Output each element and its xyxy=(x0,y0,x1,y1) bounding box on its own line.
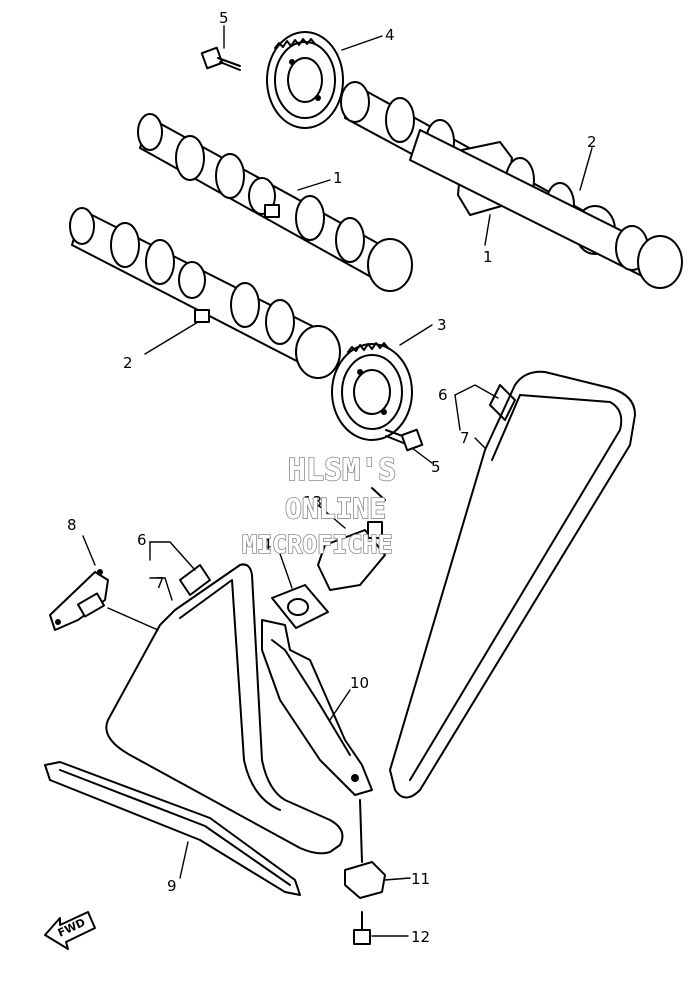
guide-bracket xyxy=(344,799,386,899)
label-14: 4 xyxy=(262,536,272,554)
label-2-left: 2 xyxy=(123,354,133,372)
chain-tensioner xyxy=(317,487,386,591)
camshaft-intake-right xyxy=(409,129,683,289)
forward-arrow-icon: FWD xyxy=(44,911,96,950)
chain-guide-front xyxy=(44,761,301,896)
chain-guide-rear xyxy=(261,619,373,796)
bolt-lower xyxy=(385,428,424,452)
camshaft-exhaust-left xyxy=(69,207,341,379)
camshaft-intake xyxy=(137,113,413,292)
guide-bolt xyxy=(353,911,371,945)
label-8: 8 xyxy=(67,516,77,534)
tensioner-gasket xyxy=(271,584,329,629)
cam-chain xyxy=(105,370,636,855)
label-10: 10 xyxy=(350,674,369,692)
label-6-right: 6 xyxy=(438,386,448,404)
watermark-line-1: HLSM'S xyxy=(288,453,396,488)
label-12: 12 xyxy=(411,928,430,946)
label-2-right: 2 xyxy=(587,133,597,151)
label-6-left: 6 xyxy=(137,531,147,549)
label-3: 3 xyxy=(437,316,447,334)
cam-sprocket-lower xyxy=(331,342,413,441)
leader-lines xyxy=(82,25,593,937)
label-7-right: 7 xyxy=(460,429,470,447)
cam-sprocket-upper xyxy=(266,31,344,129)
watermark: HLSM'S ONLINE MICROFICHE xyxy=(241,452,397,560)
label-11: 11 xyxy=(411,870,430,888)
label-1-left: 1 xyxy=(333,169,343,187)
label-4-top: 4 xyxy=(385,26,395,44)
bolt-upper xyxy=(200,46,241,71)
chain-guide-top xyxy=(49,569,109,631)
label-1-right: 1 xyxy=(483,248,493,266)
label-13: 13 xyxy=(303,493,322,511)
label-7-left: 7 xyxy=(155,574,165,592)
label-9: 9 xyxy=(167,877,177,895)
label-5-top: 5 xyxy=(219,9,229,27)
watermark-line-2: ONLINE xyxy=(285,492,386,525)
label-5-mid: 5 xyxy=(431,458,441,476)
part-labels: 5 4 1 1 2 2 3 5 6 7 8 6 7 4 13 10 9 11 1… xyxy=(67,9,597,946)
watermark-line-3: MICROFICHE xyxy=(242,530,393,559)
